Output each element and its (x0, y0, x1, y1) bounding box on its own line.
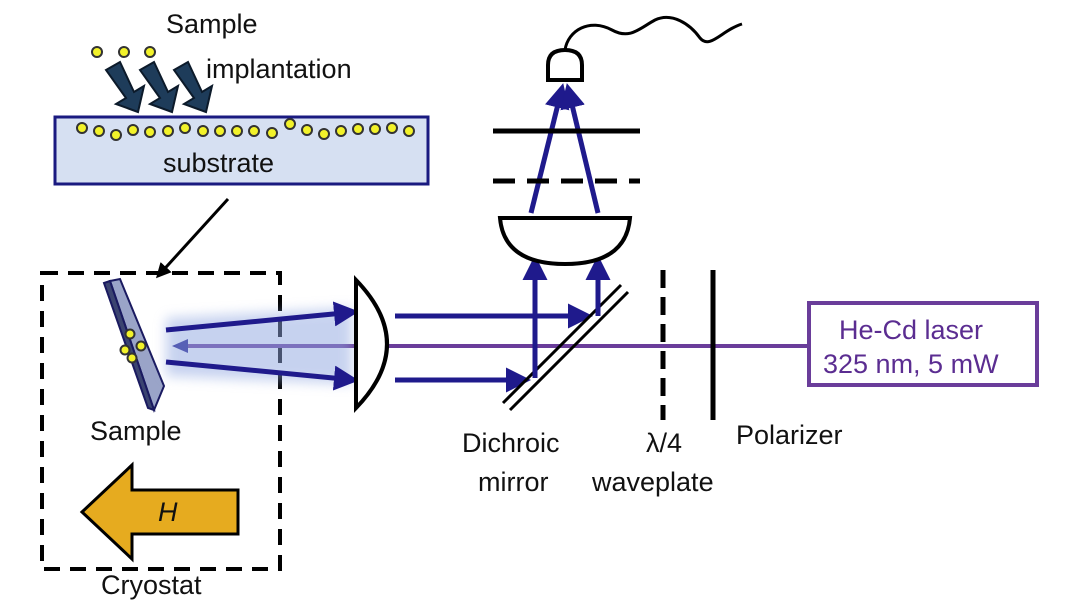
sample-plate (102, 277, 166, 413)
laser-label-2: 325 nm, 5 mW (823, 349, 999, 379)
beam-to-detector-left (528, 83, 570, 214)
sample-implantation-label-1: Sample (166, 9, 258, 39)
polarizer-label: Polarizer (736, 420, 843, 450)
sample-label: Sample (90, 416, 182, 446)
dichroic-label-1: Dichroic (462, 428, 560, 458)
emission-beam-lower (165, 359, 359, 391)
photodetector-icon (546, 15, 743, 82)
cryostat-label: Cryostat (101, 570, 202, 600)
magnetic-field-arrow-icon (79, 461, 240, 563)
dichroic-label-2: mirror (478, 467, 548, 497)
dichroic-mirror (501, 283, 630, 412)
emission-beam-upper (165, 301, 359, 333)
waveplate-label-2: waveplate (591, 467, 714, 497)
beam-to-detector-right (560, 83, 601, 214)
laser-source-box (807, 301, 1039, 387)
ion-implantation-arrows-icon (104, 60, 214, 114)
laser-label-1: He-Cd laser (839, 315, 983, 345)
sample-implantation-label-2: implantation (206, 54, 352, 84)
implant-ions (91, 46, 156, 58)
pointer-arrow (155, 197, 230, 279)
substrate-label: substrate (163, 148, 274, 178)
focusing-lens (497, 216, 633, 267)
field-label: H (158, 497, 178, 527)
substrate-ions (76, 118, 415, 141)
cryostat-box (40, 271, 282, 571)
collimating-lens (354, 275, 389, 413)
waveplate-label-1: λ/4 (646, 428, 682, 458)
